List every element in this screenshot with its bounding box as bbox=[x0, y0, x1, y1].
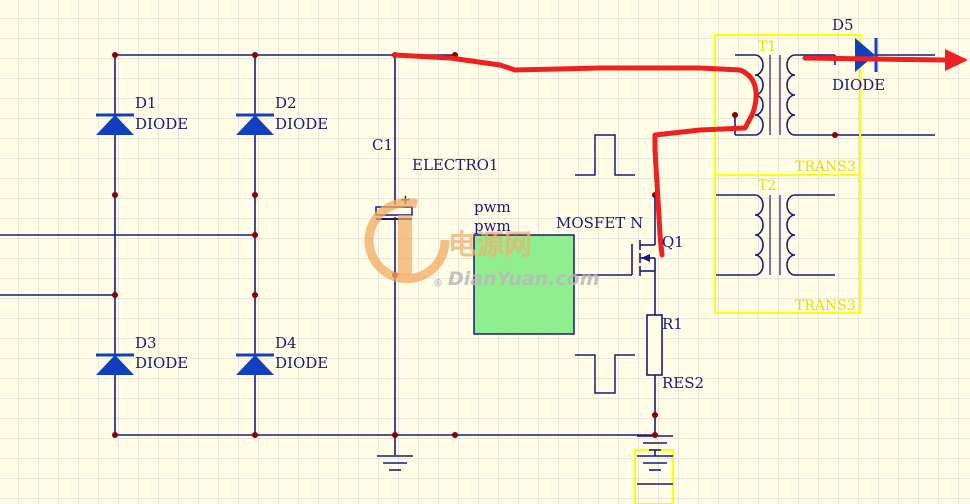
d5-type: DIODE bbox=[832, 76, 885, 94]
d4-ref: D4 bbox=[275, 334, 297, 352]
diode-symbol bbox=[96, 355, 134, 375]
diode-symbol bbox=[96, 115, 134, 135]
q1-ref: Q1 bbox=[662, 233, 684, 251]
current-path-annotation bbox=[392, 49, 968, 258]
mosfet-q1[interactable] bbox=[631, 238, 656, 276]
watermark-english: DianYuan.com bbox=[448, 268, 600, 290]
labels: D1 DIODE D2 DIODE D3 DIODE D4 DIODE C1 E… bbox=[135, 16, 885, 392]
pwm-controller-block[interactable] bbox=[473, 234, 575, 335]
r1-type: RES2 bbox=[662, 374, 704, 392]
diode-symbol bbox=[236, 355, 274, 375]
t2-ref: T2 bbox=[758, 178, 776, 194]
d1-type: DIODE bbox=[135, 115, 188, 133]
t1-type: TRANS3 bbox=[795, 159, 856, 175]
d5-ref: D5 bbox=[832, 16, 854, 34]
diode-d2[interactable] bbox=[236, 113, 274, 135]
diode-d1[interactable] bbox=[96, 113, 134, 135]
pwm-label-2: pwm bbox=[474, 217, 511, 235]
watermark-registered: ® bbox=[433, 278, 443, 289]
diode-d3[interactable] bbox=[96, 353, 134, 375]
watermark-logo-icon bbox=[364, 198, 450, 284]
pwm-waveform-bottom bbox=[575, 354, 635, 394]
d3-ref: D3 bbox=[135, 334, 157, 352]
d2-ref: D2 bbox=[275, 94, 297, 112]
diode-symbol bbox=[236, 115, 274, 135]
watermark: 电源网 ® DianYuan.com bbox=[364, 198, 600, 290]
d2-type: DIODE bbox=[275, 115, 328, 133]
d3-type: DIODE bbox=[135, 354, 188, 372]
watermark-chinese: 电源网 bbox=[448, 228, 532, 261]
pwm-waveform-top bbox=[575, 134, 635, 176]
c1-ref: C1 bbox=[372, 136, 393, 154]
q1-type: MOSFET N bbox=[556, 214, 643, 232]
diode-d4[interactable] bbox=[236, 353, 274, 375]
c1-type: ELECTRO1 bbox=[412, 156, 498, 174]
diode-symbol bbox=[855, 38, 875, 72]
ground-cap bbox=[377, 455, 413, 471]
t2-type: TRANS3 bbox=[795, 298, 856, 314]
d4-type: DIODE bbox=[275, 354, 328, 372]
arrow-icon bbox=[945, 49, 968, 71]
pwm-label-1: pwm bbox=[474, 198, 511, 216]
diode-d5[interactable] bbox=[855, 38, 878, 72]
transformer-symbol bbox=[714, 174, 861, 314]
transformer-t2[interactable] bbox=[714, 174, 861, 314]
r1-ref: R1 bbox=[662, 315, 683, 333]
d1-ref: D1 bbox=[135, 94, 157, 112]
t1-ref: T1 bbox=[758, 39, 776, 55]
resistor-r1[interactable] bbox=[646, 314, 663, 376]
